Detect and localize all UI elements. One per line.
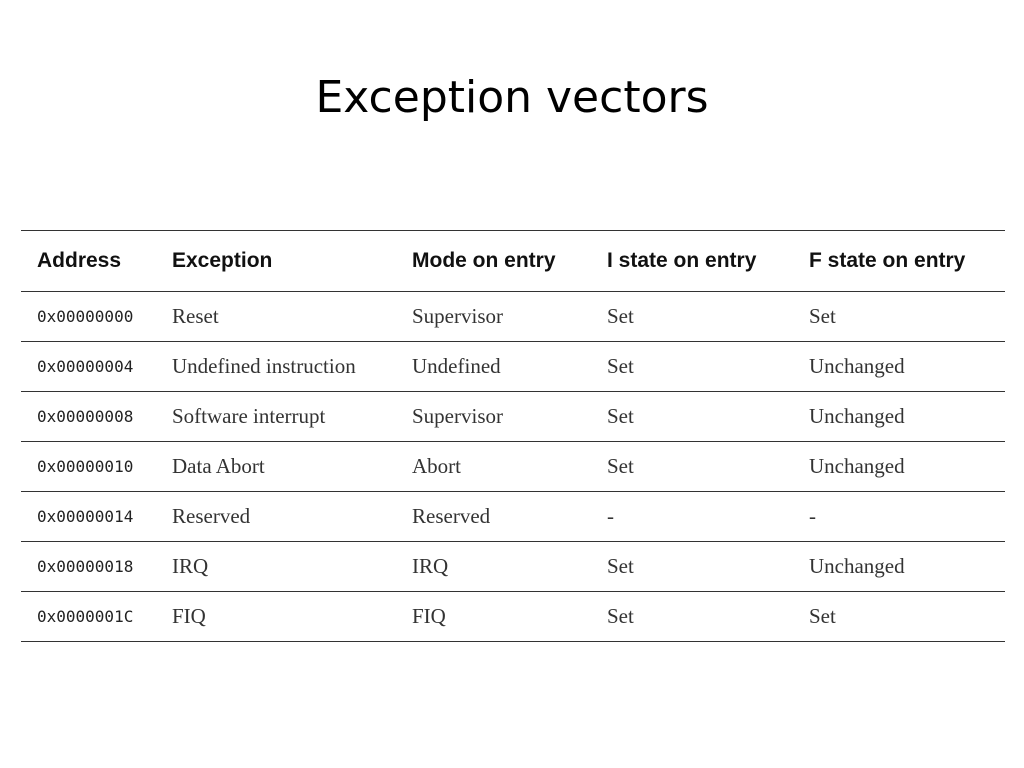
cell-i-state: Set [591,591,793,642]
table-row: 0x00000010 Data Abort Abort Set Unchange… [21,441,1005,492]
cell-i-state: Set [591,441,793,492]
table-header-row: Address Exception Mode on entry I state … [21,230,1005,292]
header-exception: Exception [156,230,396,292]
cell-i-state: Set [591,291,793,342]
cell-f-state: - [793,491,1005,542]
cell-exception: Data Abort [156,441,396,492]
cell-mode: Undefined [396,341,591,392]
cell-address: 0x00000014 [21,491,156,542]
header-i-state-on-entry: I state on entry [591,230,793,292]
table-row: 0x0000001C FIQ FIQ Set Set [21,591,1005,642]
exception-vectors-table-container: Address Exception Mode on entry I state … [21,230,1005,642]
cell-address: 0x0000001C [21,591,156,642]
table-row: 0x00000018 IRQ IRQ Set Unchanged [21,541,1005,592]
cell-i-state: Set [591,341,793,392]
cell-f-state: Unchanged [793,541,1005,592]
cell-f-state: Set [793,291,1005,342]
cell-mode: Abort [396,441,591,492]
table-row: 0x00000014 Reserved Reserved - - [21,491,1005,542]
header-mode-on-entry: Mode on entry [396,230,591,292]
cell-i-state: Set [591,391,793,442]
cell-address: 0x00000018 [21,541,156,592]
cell-mode: FIQ [396,591,591,642]
cell-f-state: Set [793,591,1005,642]
table-row: 0x00000000 Reset Supervisor Set Set [21,291,1005,342]
cell-exception: Reset [156,291,396,342]
cell-exception: Reserved [156,491,396,542]
cell-mode: Supervisor [396,291,591,342]
cell-address: 0x00000008 [21,391,156,442]
cell-exception: Undefined instruction [156,341,396,392]
cell-f-state: Unchanged [793,341,1005,392]
slide-title: Exception vectors [315,72,709,123]
cell-f-state: Unchanged [793,441,1005,492]
cell-address: 0x00000004 [21,341,156,392]
cell-exception: FIQ [156,591,396,642]
exception-vectors-table: Address Exception Mode on entry I state … [21,230,1005,642]
cell-i-state: - [591,491,793,542]
cell-exception: IRQ [156,541,396,592]
cell-address: 0x00000010 [21,441,156,492]
table-row: 0x00000004 Undefined instruction Undefin… [21,341,1005,392]
cell-exception: Software interrupt [156,391,396,442]
cell-i-state: Set [591,541,793,592]
cell-mode: IRQ [396,541,591,592]
table-row: 0x00000008 Software interrupt Supervisor… [21,391,1005,442]
cell-mode: Supervisor [396,391,591,442]
header-f-state-on-entry: F state on entry [793,230,1005,292]
header-address: Address [21,230,156,292]
cell-f-state: Unchanged [793,391,1005,442]
cell-address: 0x00000000 [21,291,156,342]
cell-mode: Reserved [396,491,591,542]
